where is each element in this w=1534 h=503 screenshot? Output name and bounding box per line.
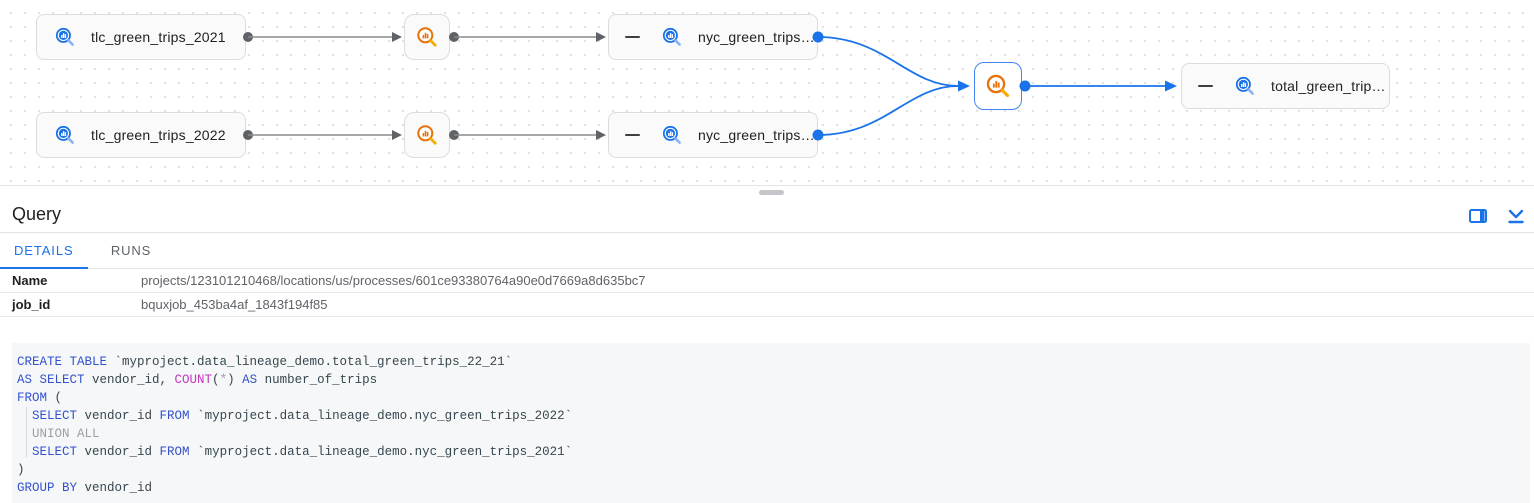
- collapse-icon: [1508, 209, 1524, 223]
- node-label: nyc_green_trips…: [698, 127, 815, 143]
- detail-row-job_id: job_id bquxjob_453ba4af_1843f194f85: [0, 293, 1534, 317]
- bigquery-table-icon: [1235, 76, 1254, 95]
- collapse-minus-icon[interactable]: [1198, 85, 1213, 87]
- code-line: CREATE TABLE `myproject.data_lineage_dem…: [17, 355, 513, 369]
- process-node-2[interactable]: [404, 112, 450, 158]
- bigquery-table-icon: [662, 125, 681, 144]
- detail-key: job_id: [12, 297, 51, 312]
- bigquery-table-icon: [662, 27, 681, 46]
- collapse-minus-icon[interactable]: [625, 134, 640, 136]
- code-line: SELECT vendor_id FROM `myproject.data_li…: [32, 409, 573, 423]
- drag-handle[interactable]: [759, 190, 784, 195]
- indent-guide: [26, 407, 27, 457]
- bigquery-table-icon: [55, 125, 74, 144]
- sql-code: CREATE TABLE `myproject.data_lineage_dem…: [17, 353, 1518, 497]
- query-process-icon: [986, 74, 1010, 98]
- process-node-1[interactable]: [404, 14, 450, 60]
- query-process-icon: [417, 27, 437, 47]
- node-tlc-green-trips-2021[interactable]: tlc_green_trips_2021: [36, 14, 246, 60]
- panel-splitter: [0, 186, 1534, 200]
- split-view-icon: [1469, 209, 1487, 223]
- node-label: tlc_green_trips_2022: [91, 127, 226, 143]
- panel-title: Query: [12, 204, 62, 224]
- code-line: FROM (: [17, 391, 63, 405]
- lineage-graph[interactable]: tlc_green_trips_2021 tlc_green_trips_202…: [0, 0, 1534, 186]
- detail-value: projects/123101210468/locations/us/proce…: [141, 273, 646, 288]
- node-nyc-green-trips-1[interactable]: nyc_green_trips…: [608, 14, 818, 60]
- query-process-icon: [417, 125, 437, 145]
- code-line: GROUP BY vendor_id: [17, 481, 153, 495]
- node-label: total_green_trip…: [1271, 78, 1386, 94]
- sql-code-block: CREATE TABLE `myproject.data_lineage_dem…: [12, 343, 1530, 503]
- code-line: SELECT vendor_id FROM `myproject.data_li…: [32, 445, 573, 459]
- tab-details[interactable]: DETAILS: [0, 233, 88, 269]
- detail-row-name: Name projects/123101210468/locations/us/p…: [0, 269, 1534, 293]
- bigquery-table-icon: [55, 27, 74, 46]
- node-total-green-trips[interactable]: total_green_trip…: [1181, 63, 1390, 109]
- details-table: Name projects/123101210468/locations/us/p…: [0, 269, 1534, 317]
- process-node-selected[interactable]: [974, 62, 1022, 110]
- tab-runs[interactable]: RUNS: [110, 243, 152, 258]
- code-line: UNION ALL: [32, 427, 100, 441]
- collapse-minus-icon[interactable]: [625, 36, 640, 38]
- collapse-panel-button[interactable]: [1506, 206, 1526, 226]
- detail-key: Name: [12, 273, 48, 288]
- open-side-panel-button[interactable]: [1468, 206, 1488, 226]
- node-label: tlc_green_trips_2021: [91, 29, 226, 45]
- query-panel-header: Query: [0, 200, 1534, 233]
- node-tlc-green-trips-2022[interactable]: tlc_green_trips_2022: [36, 112, 246, 158]
- detail-value: bquxjob_453ba4af_1843f194f85: [141, 297, 328, 312]
- code-line: AS SELECT vendor_id, COUNT(*) AS number_…: [17, 373, 378, 387]
- code-line: ): [17, 463, 25, 477]
- node-nyc-green-trips-2[interactable]: nyc_green_trips…: [608, 112, 818, 158]
- panel-tabs: DETAILS RUNS: [0, 233, 1534, 269]
- node-label: nyc_green_trips…: [698, 29, 815, 45]
